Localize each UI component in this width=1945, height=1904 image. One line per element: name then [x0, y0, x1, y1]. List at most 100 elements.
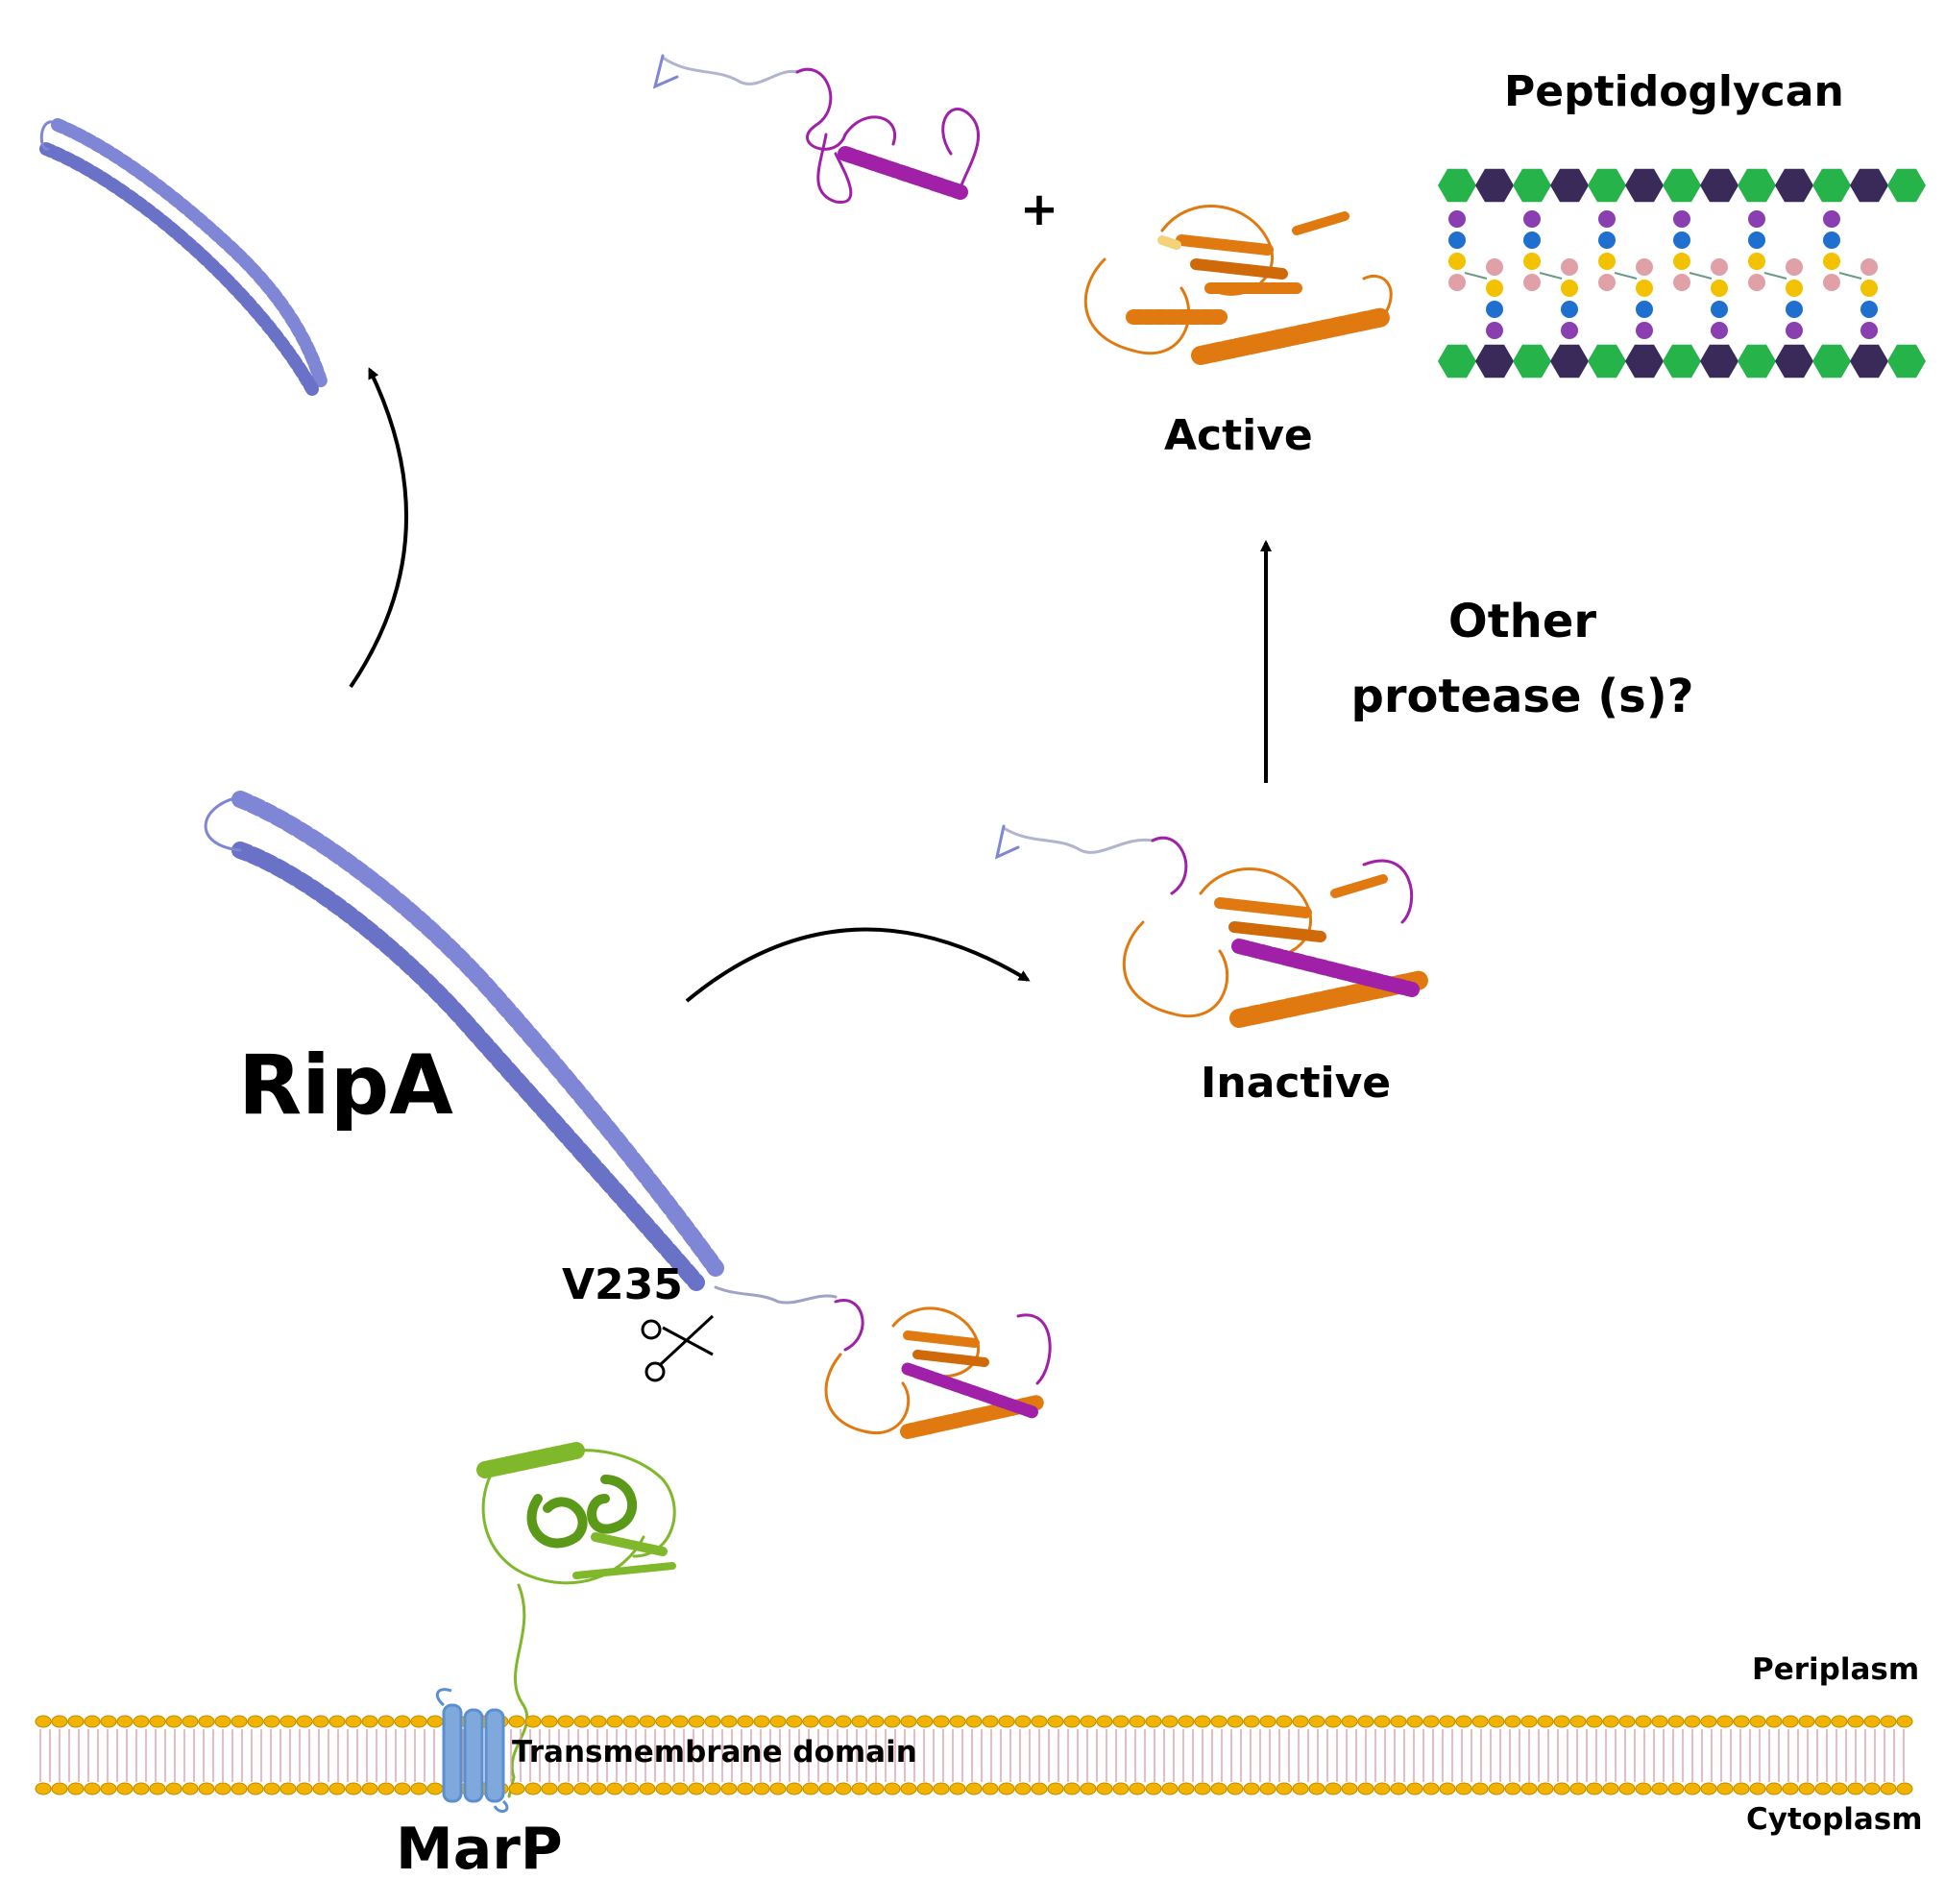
peptide-residue — [1786, 258, 1803, 276]
lipid-head — [851, 1782, 868, 1795]
lipid-head — [1520, 1715, 1538, 1728]
lipid-head — [312, 1782, 329, 1795]
lipid-head — [1178, 1715, 1195, 1728]
lipid-head — [1357, 1715, 1374, 1728]
lipid-head — [296, 1782, 313, 1795]
lipid-head — [1651, 1782, 1668, 1795]
lipid-head — [867, 1782, 885, 1795]
lipid-head — [655, 1782, 672, 1795]
lipid-head — [655, 1715, 672, 1728]
lipid-head — [116, 1715, 134, 1728]
lipid-head — [867, 1715, 885, 1728]
peptide-residue — [1448, 253, 1466, 270]
lipid-head — [818, 1782, 836, 1795]
peptide-residue — [1636, 301, 1653, 318]
lipid-head — [1814, 1715, 1832, 1728]
crosslink — [1838, 272, 1862, 280]
lipid-head — [410, 1782, 427, 1795]
lipid-head — [982, 1715, 999, 1728]
lipid-head — [1080, 1715, 1097, 1728]
peptide-residue — [1523, 210, 1541, 228]
lipid-head — [1341, 1782, 1358, 1795]
lipid-head — [394, 1782, 411, 1795]
crosslink — [1464, 272, 1488, 280]
lipid-head — [35, 1715, 52, 1728]
inactive-complex — [994, 824, 1431, 1028]
transmembrane-helices — [435, 1688, 509, 1813]
lipid-head — [835, 1782, 852, 1795]
peptide-residue — [1448, 210, 1466, 228]
lipid-head — [1765, 1782, 1783, 1795]
peptide-residue — [1523, 232, 1541, 249]
glycan-sugar — [1438, 168, 1476, 203]
lipid-head — [998, 1782, 1015, 1795]
glycan-sugar — [1738, 344, 1776, 378]
lipid-head — [1145, 1715, 1162, 1728]
lipid-head — [704, 1782, 721, 1795]
lipid-head — [1782, 1715, 1799, 1728]
glycan-sugar — [1663, 168, 1701, 203]
lipid-head — [802, 1715, 819, 1728]
lipid-head — [1504, 1782, 1521, 1795]
lipid-head — [1014, 1782, 1032, 1795]
lipid-head — [753, 1715, 770, 1728]
lipid-head — [982, 1782, 999, 1795]
peptide-residue — [1598, 232, 1616, 249]
lipid-head — [1227, 1715, 1244, 1728]
peptide-residue — [1860, 258, 1878, 276]
lipid-head — [100, 1782, 117, 1795]
glycan-sugar — [1775, 168, 1813, 203]
lipid-head — [508, 1715, 525, 1728]
peptide-residue — [1486, 322, 1503, 339]
lipid-head — [1537, 1782, 1554, 1795]
peptide-residue — [1636, 322, 1653, 339]
lipid-head — [949, 1715, 966, 1728]
peptide-residue — [1860, 280, 1878, 297]
lipid-head — [622, 1782, 640, 1795]
glycan-sugar — [1812, 344, 1851, 378]
peptide-residue — [1673, 232, 1690, 249]
lipid-head — [1063, 1782, 1081, 1795]
glycan-sugar — [1625, 344, 1664, 378]
lipid-head — [965, 1715, 983, 1728]
glycan-sugar — [1588, 168, 1626, 203]
lipid-head — [1292, 1782, 1309, 1795]
peptide-residue — [1823, 274, 1840, 291]
lipid-head — [606, 1715, 623, 1728]
peptide-residue — [1711, 258, 1728, 276]
peptide-residue — [1786, 322, 1803, 339]
lipid-head — [1374, 1782, 1391, 1795]
lipid-head — [1112, 1782, 1130, 1795]
active-label: Active — [1164, 411, 1313, 460]
lipid-head — [1080, 1782, 1097, 1795]
glycan-sugar — [1550, 168, 1589, 203]
peptide-residue — [1561, 301, 1578, 318]
peptide-residue — [1486, 258, 1503, 276]
lipid-head — [1863, 1782, 1881, 1795]
lipid-head — [622, 1715, 640, 1728]
peptide-residue — [1673, 253, 1690, 270]
lipid-head — [949, 1782, 966, 1795]
plus-sign: + — [1020, 183, 1058, 236]
membrane — [35, 1715, 1913, 1795]
lipid-head — [786, 1782, 803, 1795]
lipid-head — [884, 1715, 901, 1728]
lipid-head — [410, 1715, 427, 1728]
lipid-head — [916, 1782, 934, 1795]
lipid-head — [1733, 1782, 1750, 1795]
lipid-head — [149, 1782, 166, 1795]
lipid-head — [557, 1715, 574, 1728]
crosslink — [1539, 272, 1563, 280]
lipid-head — [998, 1715, 1015, 1728]
lipid-head — [133, 1715, 150, 1728]
lipid-head — [720, 1782, 738, 1795]
lipid-head — [1488, 1782, 1505, 1795]
lipid-head — [1716, 1715, 1734, 1728]
glycan-sugar — [1475, 168, 1514, 203]
lipid-head — [737, 1782, 754, 1795]
lipid-head — [1341, 1715, 1358, 1728]
lipid-head — [606, 1782, 623, 1795]
lipid-head — [573, 1715, 591, 1728]
lipid-head — [1210, 1782, 1228, 1795]
lipid-head — [590, 1715, 607, 1728]
